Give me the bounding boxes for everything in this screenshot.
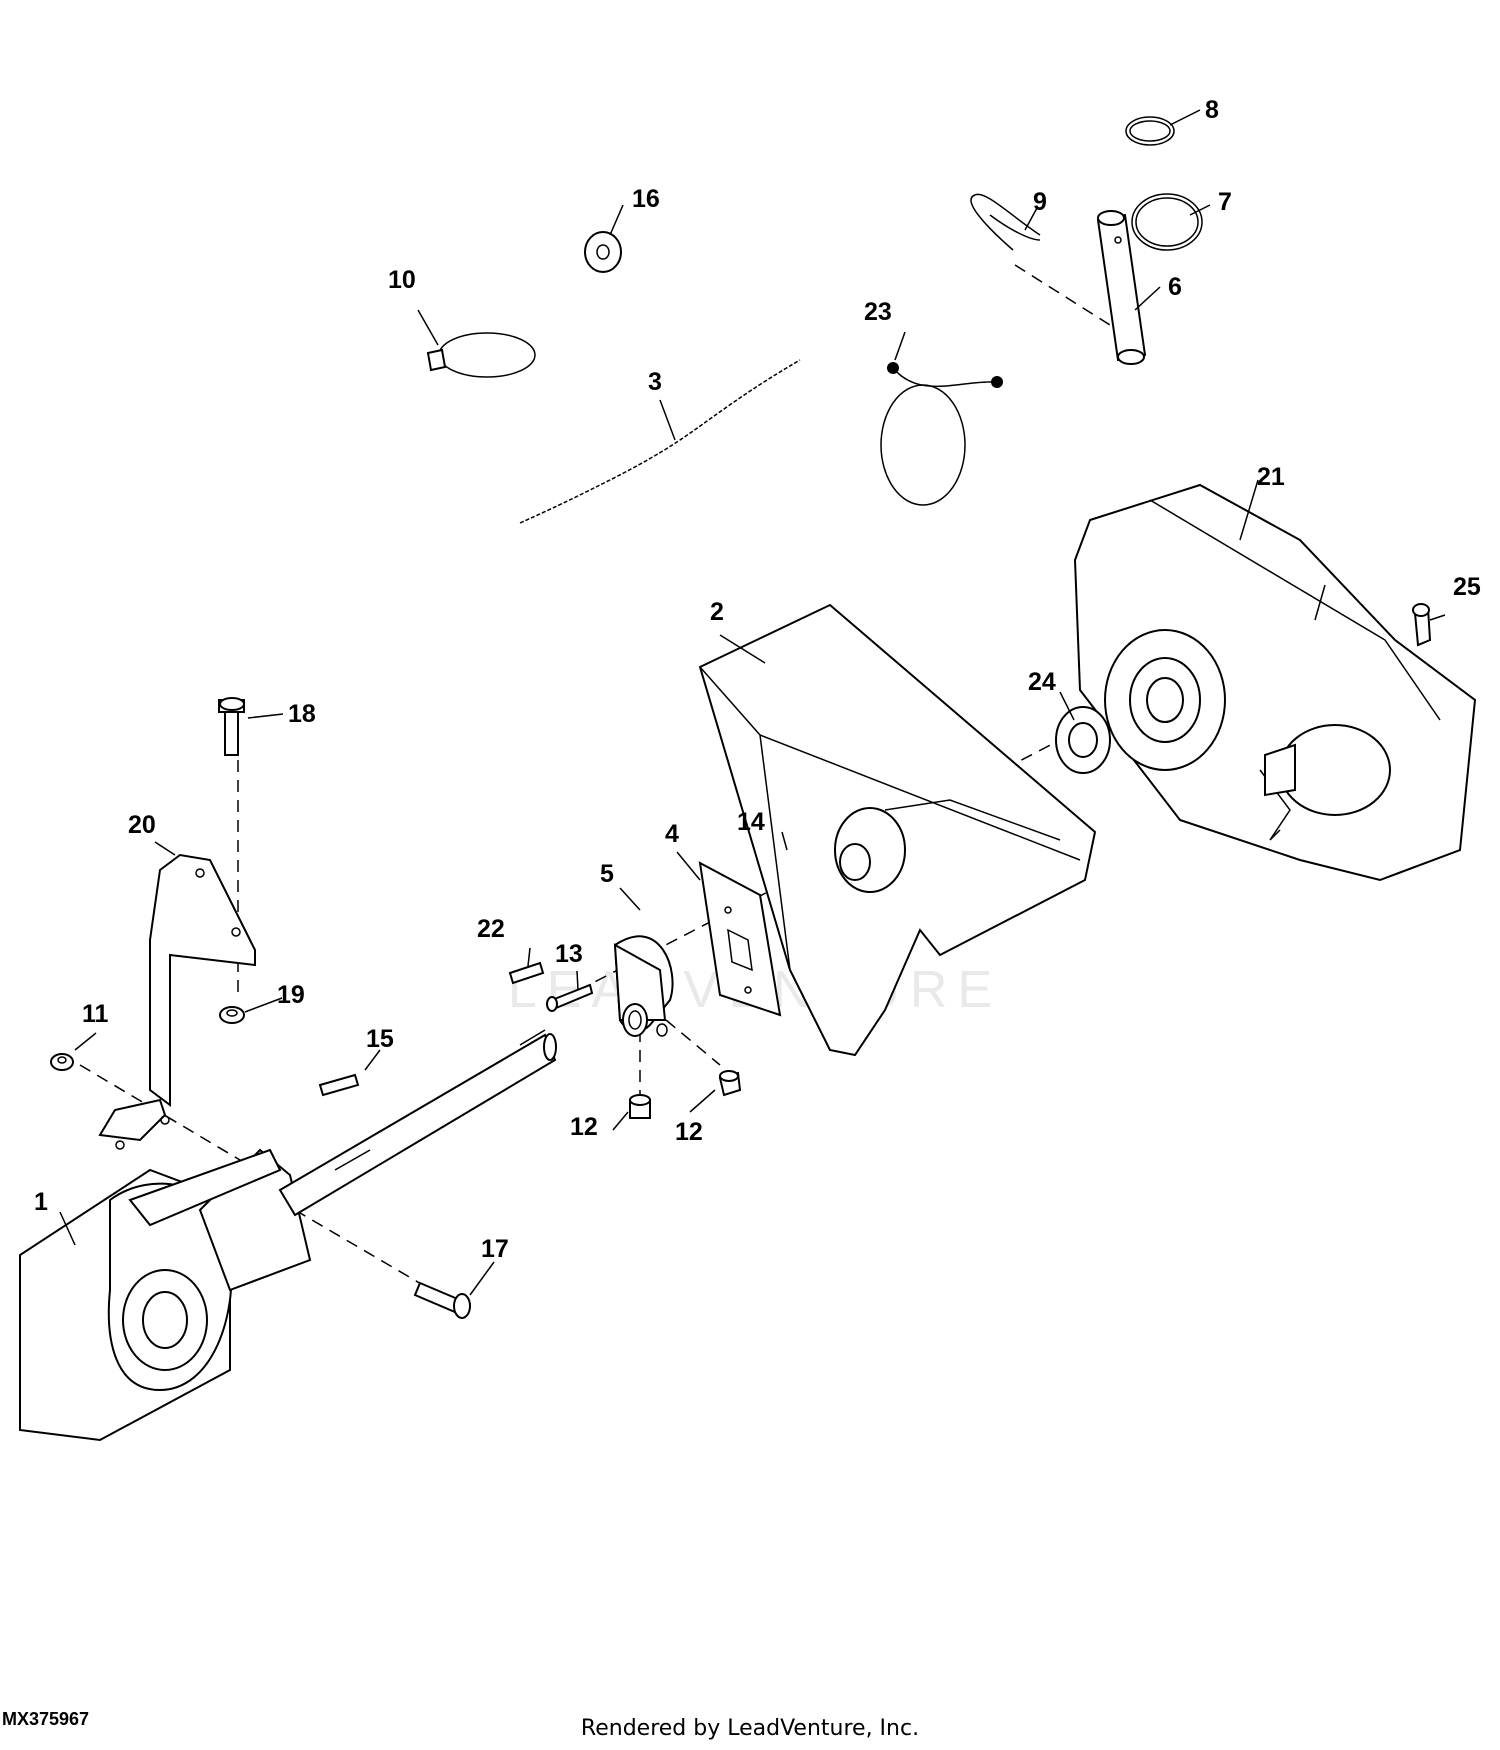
callout-12a: 12 bbox=[570, 1113, 598, 1141]
callout-23: 23 bbox=[864, 298, 892, 326]
part-6-pin bbox=[1096, 210, 1147, 365]
part-17-bolt bbox=[413, 1281, 471, 1319]
callout-18: 18 bbox=[288, 700, 316, 728]
part-12-bushing-b bbox=[718, 1070, 742, 1097]
callout-15: 15 bbox=[366, 1025, 394, 1053]
part-9-hair-pin bbox=[970, 193, 1041, 251]
shaft bbox=[278, 1029, 557, 1217]
part-1-gear-housing bbox=[19, 1148, 312, 1442]
part-16-washer bbox=[584, 231, 622, 273]
part-8-snap-ring bbox=[1125, 116, 1175, 146]
part-4-plate bbox=[698, 861, 782, 1017]
callout-21: 21 bbox=[1257, 463, 1285, 491]
callout-1: 1 bbox=[34, 1188, 48, 1216]
part-10-cable-tie bbox=[426, 332, 536, 378]
leader-lines bbox=[59, 109, 1446, 1296]
part-13-set-screw bbox=[546, 983, 594, 1012]
part-23-lanyard bbox=[880, 362, 1003, 506]
callouts: 1 2 3 4 5 6 7 8 9 10 11 12 12 13 14 15 1… bbox=[34, 96, 1481, 1263]
part-18-bolt bbox=[218, 697, 245, 756]
part-12-bushing-a bbox=[629, 1094, 651, 1119]
callout-25: 25 bbox=[1453, 573, 1481, 601]
callout-10: 10 bbox=[388, 266, 416, 294]
part-22-key bbox=[508, 961, 545, 985]
callout-6: 6 bbox=[1168, 273, 1182, 301]
callout-7: 7 bbox=[1218, 188, 1232, 216]
callout-20: 20 bbox=[128, 811, 156, 839]
part-20-bracket bbox=[98, 853, 256, 1150]
part-25-bolt bbox=[1412, 603, 1432, 647]
part-5-adapter bbox=[613, 935, 674, 1037]
part-24-seal bbox=[1055, 706, 1111, 774]
callout-24: 24 bbox=[1028, 668, 1056, 696]
callout-9: 9 bbox=[1033, 188, 1047, 216]
callout-17: 17 bbox=[481, 1235, 509, 1263]
callout-13: 13 bbox=[555, 940, 583, 968]
callout-19: 19 bbox=[277, 981, 305, 1009]
callout-4: 4 bbox=[665, 820, 679, 848]
part-19-nut bbox=[219, 1006, 245, 1024]
render-credit: Rendered by LeadVenture, Inc. bbox=[580, 1716, 920, 1741]
callout-5: 5 bbox=[600, 860, 614, 888]
part-2-guard bbox=[698, 603, 1097, 1057]
callout-22: 22 bbox=[477, 915, 505, 943]
callout-3: 3 bbox=[648, 368, 662, 396]
part-3-wire bbox=[519, 359, 801, 524]
part-7-snap-ring bbox=[1131, 193, 1203, 251]
callout-12b: 12 bbox=[675, 1118, 703, 1146]
part-21-gearcase bbox=[1073, 483, 1477, 882]
callout-2: 2 bbox=[710, 598, 724, 626]
part-15-key bbox=[318, 1073, 360, 1097]
figure-code: MX375967 bbox=[2, 1709, 90, 1729]
part-11-nut bbox=[50, 1053, 74, 1071]
callout-8: 8 bbox=[1205, 96, 1219, 124]
callout-11: 11 bbox=[82, 1000, 109, 1028]
callout-14: 14 bbox=[737, 808, 765, 836]
callout-16: 16 bbox=[632, 185, 660, 213]
